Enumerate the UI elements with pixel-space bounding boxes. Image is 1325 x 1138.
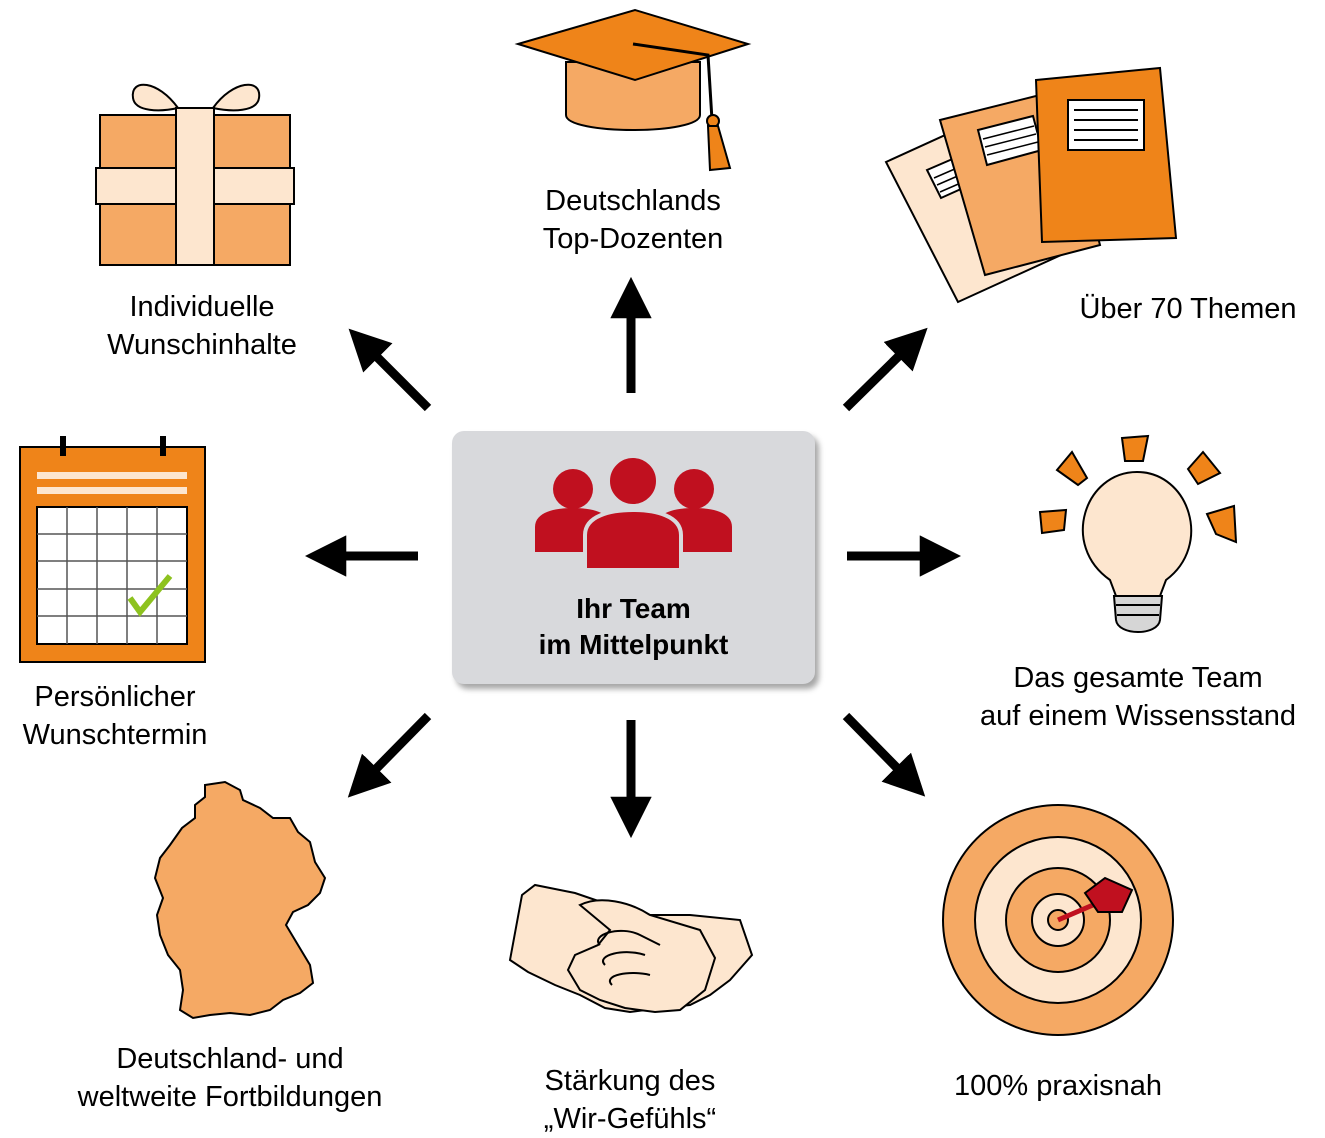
- label-calendar: Persönlicher Wunschtermin: [0, 678, 230, 754]
- arrow-down-right: [842, 712, 926, 797]
- label-handshake-line1: Stärkung des: [544, 1065, 716, 1097]
- target-icon: [942, 804, 1174, 1036]
- label-target-line1: 100% praxisnah: [954, 1070, 1162, 1102]
- label-cap: Deutschlands Top-Dozenten: [493, 182, 773, 258]
- label-folders: Über 70 Themen: [1048, 290, 1325, 328]
- label-cap-line2: Top-Dozenten: [542, 223, 724, 255]
- handshake-icon: [508, 883, 754, 1014]
- center-box: Ihr Team im Mittelpunkt: [452, 431, 815, 684]
- lightbulb-icon: [1038, 434, 1238, 633]
- center-title-line1: Ihr Team: [576, 593, 691, 624]
- label-cap-line1: Deutschlands: [545, 185, 721, 217]
- label-handshake: Stärkung des „Wir-Gefühls“: [490, 1062, 770, 1138]
- label-gift: Individuelle Wunschinhalte: [62, 288, 342, 364]
- label-target: 100% praxisnah: [918, 1067, 1198, 1105]
- arrow-up-left: [348, 328, 432, 412]
- arrow-up-right: [842, 327, 928, 412]
- label-germany-line2: weltweite Fortbildungen: [77, 1081, 383, 1113]
- label-bulb-line1: Das gesamte Team: [1013, 662, 1263, 694]
- team-icon: [535, 454, 732, 572]
- label-calendar-line2: Wunschtermin: [22, 719, 208, 751]
- center-title-line2: im Mittelpunkt: [538, 629, 729, 660]
- label-germany: Deutschland- und weltweite Fortbildungen: [50, 1040, 410, 1116]
- gift-icon: [95, 83, 295, 266]
- calendar-icon: [19, 436, 206, 663]
- center-title: Ihr Team im Mittelpunkt: [452, 591, 815, 663]
- germany-map-icon: [153, 780, 327, 1020]
- label-handshake-line2: „Wir-Gefühls“: [543, 1103, 717, 1135]
- label-bulb-line2: auf einem Wissensstand: [980, 700, 1296, 732]
- label-calendar-line1: Persönlicher: [34, 681, 196, 713]
- arrow-down-left: [347, 712, 432, 798]
- folders-icon: [884, 66, 1178, 304]
- label-folders-line1: Über 70 Themen: [1079, 293, 1297, 325]
- label-bulb: Das gesamte Team auf einem Wissensstand: [958, 659, 1318, 735]
- label-gift-line2: Wunschinhalte: [107, 329, 297, 361]
- graduation-cap-icon: [514, 8, 752, 172]
- label-gift-line1: Individuelle: [129, 291, 275, 323]
- label-germany-line1: Deutschland- und: [116, 1043, 344, 1075]
